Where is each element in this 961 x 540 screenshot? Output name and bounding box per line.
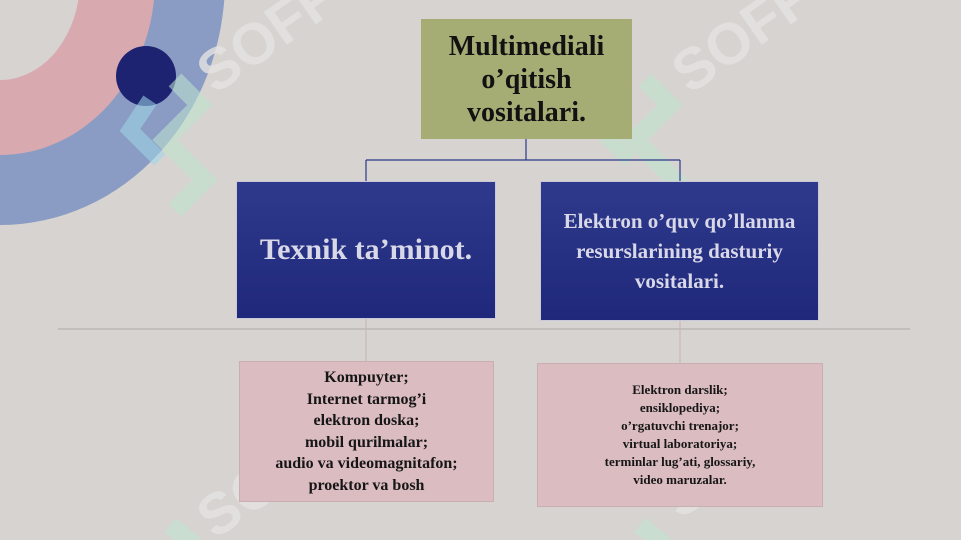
branch-label-electronic: Elektron o’quv qo’llanma resurslarining …: [563, 209, 796, 293]
list-item: o’rgatuvchi trenajor;: [621, 418, 739, 433]
list-item: audio va videomagnitafon;: [275, 455, 458, 472]
list-item: Elektron darslik;: [632, 382, 728, 397]
decorative-dot: [116, 46, 176, 106]
watermark-logo: [164, 517, 671, 540]
decorative-arc-inner: [0, 0, 79, 80]
leaf-node-technical-list: Kompuyter; Internet tarmog’i elektron do…: [239, 361, 494, 502]
leaf-node-electronic-list: Elektron darslik; ensiklopediya; o’rgatu…: [537, 363, 823, 507]
branch-label-technical: Texnik ta’minot.: [259, 233, 473, 266]
list-item: proektor va bosh: [308, 476, 425, 494]
list-item: Internet tarmog’i: [306, 390, 427, 408]
root-node: Multimediali o’qitish vositalari.: [421, 19, 632, 139]
root-title: Multimediali o’qitish vositalari.: [448, 30, 605, 128]
list-item: video maruzalar.: [633, 472, 727, 487]
list-item: virtual laboratoriya;: [622, 436, 738, 451]
list-item: elektron doska;: [313, 412, 420, 429]
watermark-text: SOFF: [660, 0, 824, 106]
branch-node-electronic: Elektron o’quv qo’llanma resurslarining …: [540, 181, 819, 321]
watermark-logo: [119, 73, 218, 217]
list-item: Kompuyter;: [324, 369, 409, 386]
list-item: terminlar lug’ati, glossariy,: [604, 454, 756, 469]
list-item: mobil qurilmalar;: [304, 433, 429, 451]
list-item: ensiklopediya;: [639, 400, 721, 415]
branch-node-technical: Texnik ta’minot.: [236, 181, 496, 319]
